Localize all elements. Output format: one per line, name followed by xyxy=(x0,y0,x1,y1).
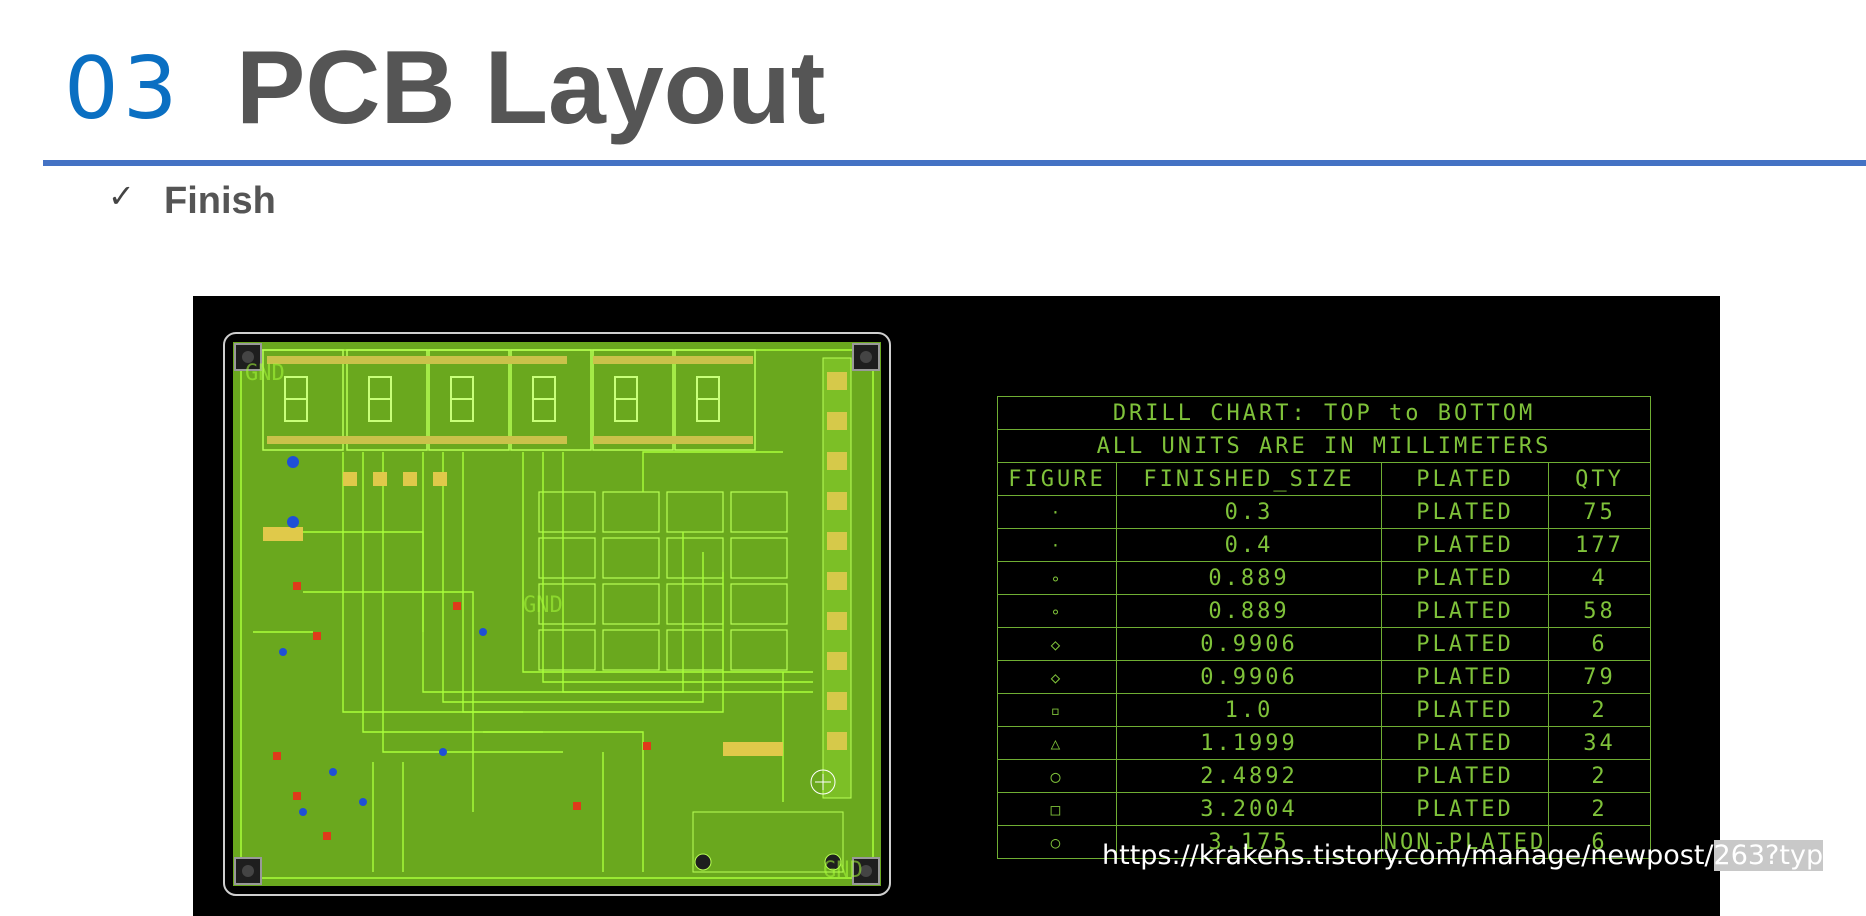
plated-cell: PLATED xyxy=(1381,528,1549,562)
size-cell: 3.175 xyxy=(1116,825,1382,859)
plated-cell: PLATED xyxy=(1381,660,1549,694)
gnd-label-3: GND xyxy=(823,858,863,883)
figure-cell: ◇ xyxy=(997,660,1117,694)
plated-cell: PLATED xyxy=(1381,561,1549,595)
plated-cell: PLATED xyxy=(1381,726,1549,760)
qty-cell: 4 xyxy=(1548,561,1651,595)
gnd-label-1: GND xyxy=(245,361,285,386)
size-cell: 0.9906 xyxy=(1116,660,1382,694)
pcb-board-render: GND GND GND xyxy=(223,332,891,896)
col-finished-size: FINISHED_SIZE xyxy=(1116,462,1382,496)
size-cell: 0.4 xyxy=(1116,528,1382,562)
qty-cell: 2 xyxy=(1548,693,1651,727)
drill-chart-subtitle: ALL UNITS ARE IN MILLIMETERS xyxy=(997,429,1651,463)
drill-chart-table: DRILL CHART: TOP to BOTTOM ALL UNITS ARE… xyxy=(997,396,1651,859)
qty-cell: 2 xyxy=(1548,792,1651,826)
qty-cell: 79 xyxy=(1548,660,1651,694)
size-cell: 0.3 xyxy=(1116,495,1382,529)
col-plated: PLATED xyxy=(1381,462,1549,496)
slide-title: PCB Layout xyxy=(236,30,826,146)
slide-number: 03 xyxy=(64,39,182,139)
gnd-label-2: GND xyxy=(523,593,563,618)
size-cell: 0.9906 xyxy=(1116,627,1382,661)
url-text: https://krakens.tistory.com/manage/newpo… xyxy=(1102,840,1714,871)
size-cell: 1.0 xyxy=(1116,693,1382,727)
size-cell: 3.2004 xyxy=(1116,792,1382,826)
url-overlay[interactable]: https://krakens.tistory.com/manage/newpo… xyxy=(1102,836,1824,876)
url-highlight: 263?typ xyxy=(1713,840,1824,871)
plated-cell: PLATED xyxy=(1381,759,1549,793)
pcb-image-panel: GND GND GND DRILL CHART: TOP to BOTTOM A… xyxy=(193,296,1720,916)
plated-cell: PLATED xyxy=(1381,495,1549,529)
figure-cell: ◯ xyxy=(997,759,1117,793)
figure-cell: □ xyxy=(997,792,1117,826)
size-cell: 1.1999 xyxy=(1116,726,1382,760)
plated-cell: NON-PLATED xyxy=(1381,825,1549,859)
title-underline xyxy=(43,160,1866,166)
figure-cell: ◇ xyxy=(997,627,1117,661)
size-cell: 0.889 xyxy=(1116,594,1382,628)
size-cell: 0.889 xyxy=(1116,561,1382,595)
qty-cell: 34 xyxy=(1548,726,1651,760)
checkmark-icon: ✓ xyxy=(108,177,135,215)
bullet-text: Finish xyxy=(164,180,276,222)
figure-cell: ▫ xyxy=(997,693,1117,727)
plated-cell: PLATED xyxy=(1381,693,1549,727)
figure-cell: ○ xyxy=(997,825,1117,859)
qty-cell: 177 xyxy=(1548,528,1651,562)
figure-cell: · xyxy=(997,495,1117,529)
plated-cell: PLATED xyxy=(1381,792,1549,826)
figure-cell: · xyxy=(997,528,1117,562)
figure-cell: ∘ xyxy=(997,561,1117,595)
plated-cell: PLATED xyxy=(1381,627,1549,661)
qty-cell: 6 xyxy=(1548,627,1651,661)
size-cell: 2.4892 xyxy=(1116,759,1382,793)
qty-cell: 58 xyxy=(1548,594,1651,628)
qty-cell: 2 xyxy=(1548,759,1651,793)
figure-cell: △ xyxy=(997,726,1117,760)
col-qty: QTY xyxy=(1548,462,1651,496)
col-figure: FIGURE xyxy=(997,462,1117,496)
figure-cell: ∘ xyxy=(997,594,1117,628)
qty-cell: 75 xyxy=(1548,495,1651,529)
drill-chart-title: DRILL CHART: TOP to BOTTOM xyxy=(997,396,1651,430)
qty-cell: 6 xyxy=(1548,825,1651,859)
plated-cell: PLATED xyxy=(1381,594,1549,628)
